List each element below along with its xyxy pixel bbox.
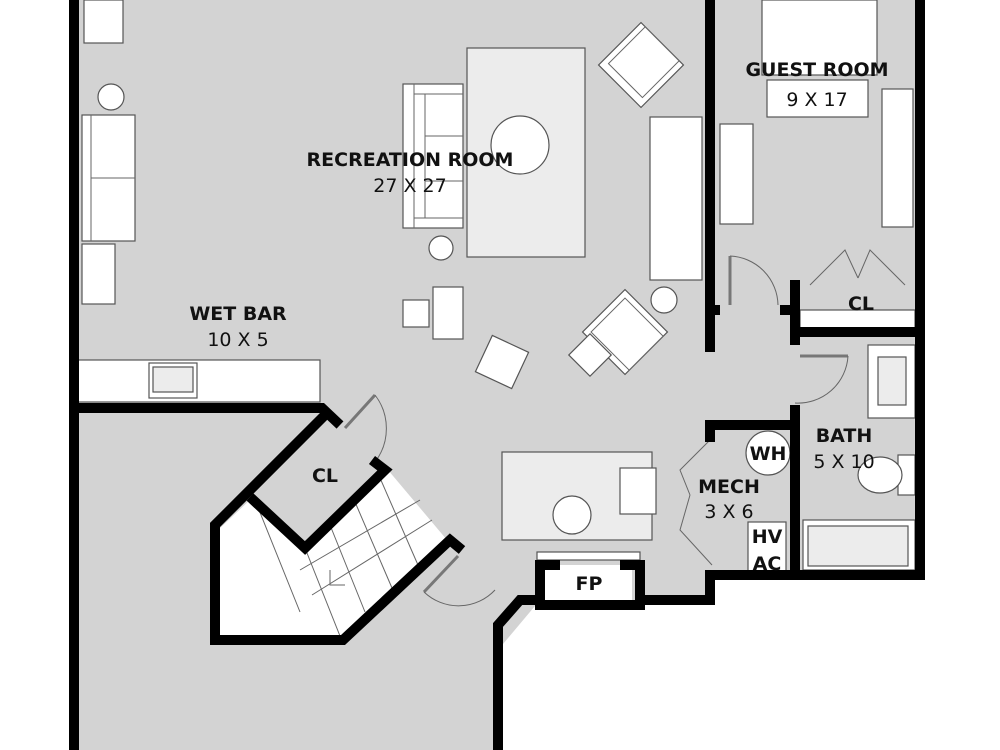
stair-closet-label: CL — [312, 465, 338, 487]
right-sofa — [649, 116, 703, 281]
dresser — [881, 88, 914, 228]
guest-room-size: 9 X 17 — [786, 89, 847, 111]
end-table — [81, 243, 116, 305]
storage-cabinet — [83, 0, 124, 44]
mech-label: MECH — [698, 476, 760, 498]
chair — [619, 467, 657, 515]
wet-bar-counter — [77, 359, 321, 403]
stair-treads — [254, 477, 433, 637]
recreation-room-label: RECREATION ROOM — [307, 149, 514, 171]
stair-arrow-icon — [329, 570, 345, 586]
ottoman — [567, 332, 613, 378]
hvac-unit — [747, 521, 787, 573]
fireplace-label: FP — [576, 573, 603, 595]
door-closet-stair[interactable] — [343, 393, 387, 463]
wet-bar-label: WET BAR — [189, 303, 287, 325]
center-sofa — [402, 83, 464, 229]
coffee-table — [490, 115, 550, 175]
hearth — [536, 551, 641, 561]
toilet — [857, 454, 916, 496]
side-table — [97, 83, 125, 111]
bath-size: 5 X 10 — [813, 451, 874, 473]
door-guest-room[interactable] — [728, 255, 779, 306]
wet-bar-size: 10 X 5 — [207, 329, 268, 351]
side-table — [650, 286, 678, 314]
game-table — [552, 495, 592, 535]
guest-closet-label: CL — [848, 293, 874, 315]
door-bath[interactable] — [794, 354, 849, 404]
small-table — [402, 299, 430, 328]
bar-sink-basin — [152, 366, 194, 393]
chair — [474, 334, 530, 390]
walls — [69, 0, 925, 750]
tub-basin — [807, 525, 909, 567]
guest-bed — [761, 0, 878, 76]
water-heater-label: WH — [750, 443, 787, 465]
door-guest-closet[interactable] — [809, 249, 906, 286]
fireplace-box — [545, 565, 632, 600]
armchair — [597, 21, 685, 109]
door-mech-bifold[interactable] — [679, 437, 713, 566]
hvac-label-line1: HV — [752, 526, 783, 548]
stair-area — [218, 470, 447, 636]
bath-label: BATH — [816, 425, 873, 447]
door-stair-bottom[interactable] — [422, 554, 496, 607]
guest-size-box — [766, 79, 869, 118]
bath-sink — [877, 356, 907, 406]
guest-room-label: GUEST ROOM — [745, 59, 888, 81]
small-cabinet — [432, 286, 464, 340]
dresser — [719, 123, 754, 225]
recreation-room-size: 27 X 27 — [373, 175, 446, 197]
left-sofa — [81, 114, 136, 242]
mech-size: 3 X 6 — [704, 501, 753, 523]
hvac-label-line2: AC — [753, 553, 782, 575]
side-table — [428, 235, 454, 261]
